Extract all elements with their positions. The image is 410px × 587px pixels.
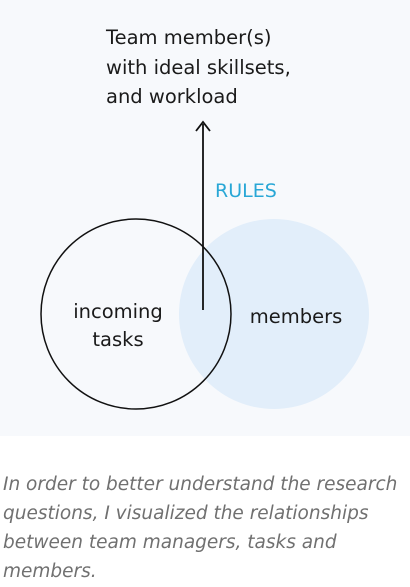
outcome-label-line-1: Team member(s) [105, 26, 272, 49]
members-label: members [250, 305, 343, 328]
rules-label: RULES [215, 180, 277, 202]
outcome-label-line-3: and workload [106, 85, 238, 108]
incoming-tasks-circle [40, 218, 232, 410]
incoming-tasks-label-line-2: tasks [92, 328, 143, 351]
incoming-tasks-label-line-1: incoming [73, 300, 163, 323]
members-circle [179, 219, 369, 409]
figure-caption: In order to better understand the resear… [3, 474, 398, 582]
outcome-label-line-2: with ideal skillsets, [106, 56, 291, 79]
relationship-diagram: Team member(s) with ideal skillsets, and… [40, 26, 369, 410]
diagram-panel: Team member(s) with ideal skillsets, and… [40, 26, 369, 410]
rules-arrow-head [195, 120, 211, 132]
